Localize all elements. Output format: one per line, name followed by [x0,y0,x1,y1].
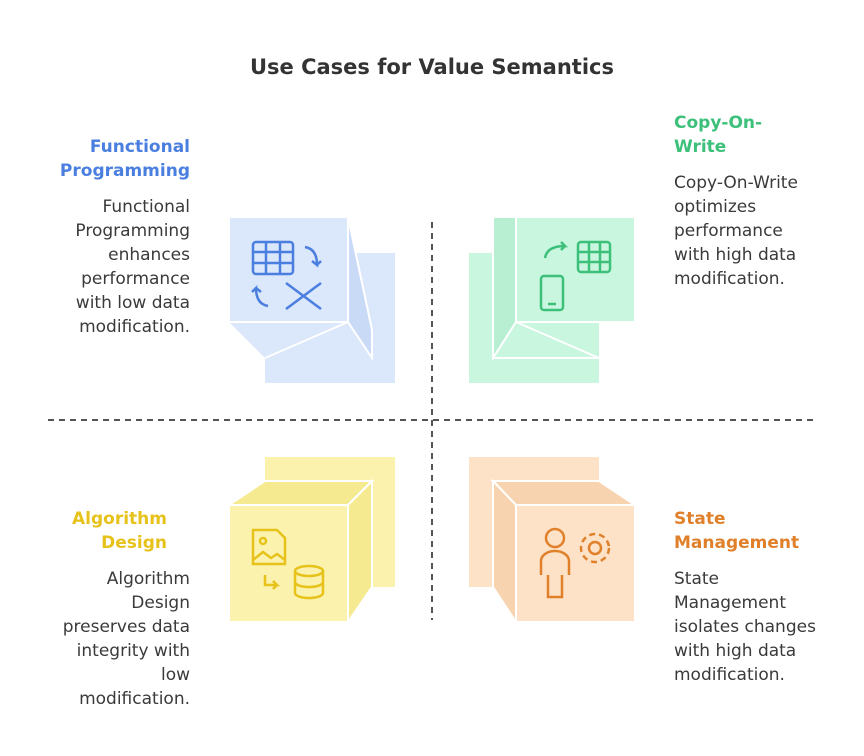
algorithm-design-cube [225,457,395,626]
functional-programming-cube [228,216,395,383]
quadrant-text-algorithm-design: Algorithm Design preserves data integrit… [62,569,190,709]
quadrant-heading-state-management: State Management [674,509,800,553]
image-database-icon [251,528,325,600]
quadrant-text-functional-programming: Functional Programming enhances performa… [75,197,190,337]
person-gear-icon [539,527,611,599]
copy-on-write-cube [469,216,636,383]
page-title: Use Cases for Value Semantics [249,55,614,79]
state-management-cube [469,457,639,626]
quadrant-heading-functional-programming: Functional Programming [59,137,190,181]
quadrant-text-copy-on-write: Copy-On-Write optimizes performance with… [674,173,798,289]
quadrant-text-state-management: State Management isolates changes with h… [674,569,816,685]
table-function-icon [251,240,322,311]
sync-table-phone-icon [539,240,612,312]
quadrant-heading-algorithm-design: Algorithm Design [72,509,167,553]
quadrant-heading-copy-on-write: Copy-On-Write [674,113,763,157]
